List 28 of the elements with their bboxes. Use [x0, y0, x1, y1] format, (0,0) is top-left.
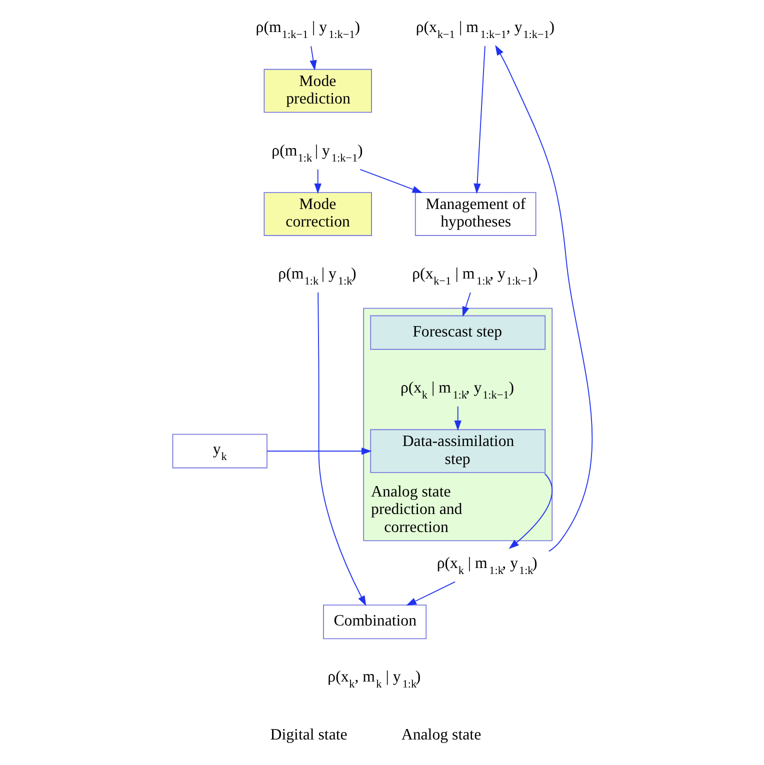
node-text: ρ(x$_{k−1}$ | m$_{1:k−1}$, y$_{1:k−1}$) [415, 19, 554, 42]
node-box: y$_{k}$ [172, 434, 267, 468]
node-box: Data-assimilation step [370, 429, 546, 474]
node-box: Management of hypotheses [414, 192, 536, 236]
arrow [508, 473, 552, 550]
node-text: ρ(m$_{1:k−1}$ | y$_{1:k−1}$) [255, 19, 360, 42]
label: Analog state [400, 726, 481, 744]
node-box: Mode correction [263, 192, 372, 236]
node-text: ρ(x$_{k}$ | m$_{1:k}$, y$_{1:k−1}$) [400, 379, 514, 402]
arrow [494, 45, 592, 552]
node-text: ρ(x$_{k}$ | m$_{1:k}$, y$_{1:k}$) [436, 554, 537, 577]
node-text: ρ(m$_{1:k}$ | y$_{1:k}$) [278, 266, 356, 288]
node-text: ρ(m$_{1:k}$ | y$_{1:k−1}$) [271, 142, 362, 164]
label: Digital state [270, 726, 347, 744]
arrow [462, 292, 470, 317]
arrow [309, 46, 316, 71]
arrow [317, 292, 366, 606]
arrow [406, 581, 456, 606]
node-box: Combination [322, 604, 426, 640]
node-text: ρ(x$_{k}$, m$_{k}$ | y$_{1:k}$) [327, 668, 420, 691]
arrow [359, 168, 422, 194]
node-box: Mode prediction [263, 68, 372, 113]
arrow [473, 46, 485, 194]
node-box: Forescast step [370, 315, 546, 350]
arrow [266, 448, 372, 455]
node-text: ρ(x$_{k−1}$ | m$_{1:k}$, y$_{1:k−1}$) [412, 266, 538, 288]
arrow [454, 406, 461, 431]
arrow [314, 168, 321, 194]
